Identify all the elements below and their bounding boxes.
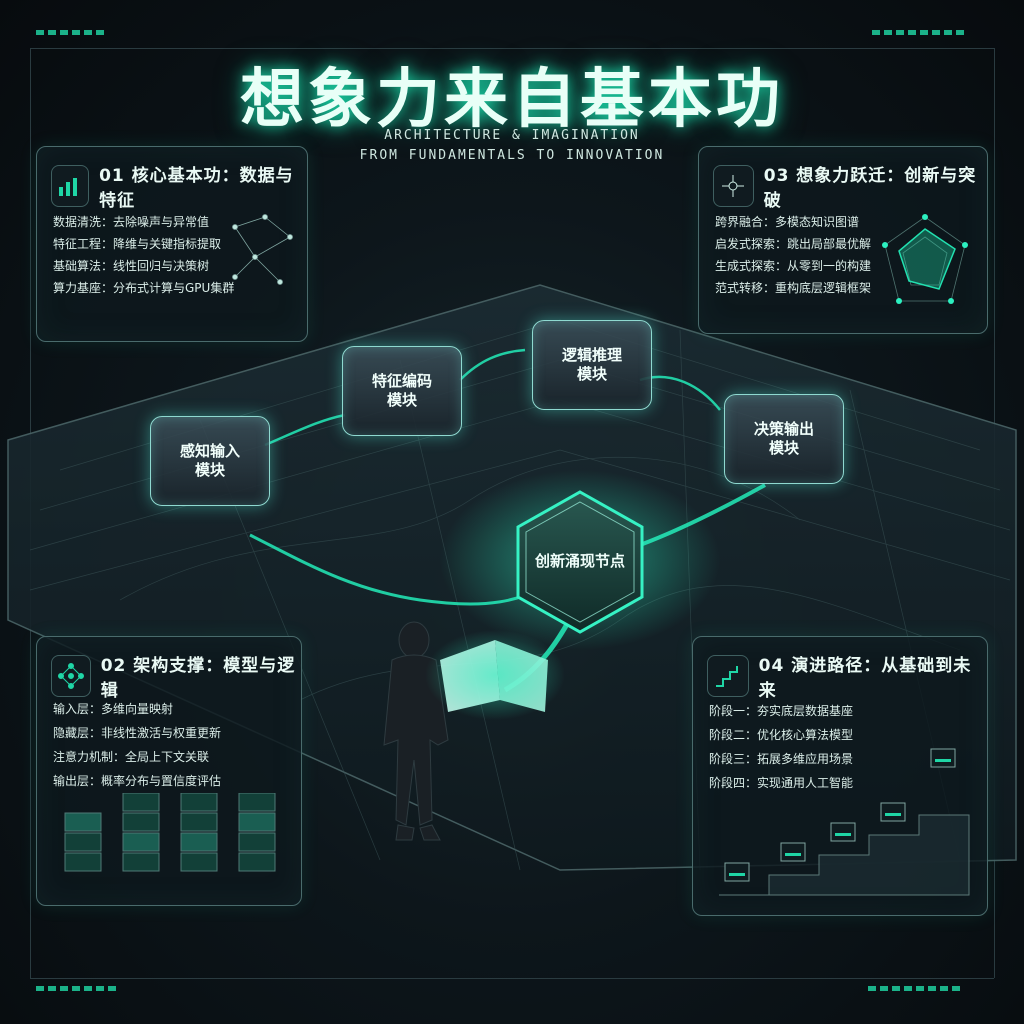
panel-row: 数据清洗：去除噪声与异常值 [53, 215, 210, 229]
layer-stack-illustration [64, 793, 276, 872]
radar-illustration [882, 214, 968, 304]
panel-row: 特征工程：降维与关键指标提取 [53, 237, 222, 251]
panel-row: 启发式探索：跳出局部最优解 [715, 237, 872, 251]
panel-evolution-path: 04 演进路径：从基础到未来 阶段一：夯实底层数据基座 阶段二：优化核心算法模型… [692, 636, 988, 916]
module-logic-reasoning: 逻辑推理 模块 [532, 320, 652, 410]
bar-chart-icon [51, 165, 90, 207]
panel-architecture-support: 02 架构支撑：模型与逻辑 输入层：多维向量映射 隐藏层：非线性激活与权重更新 … [36, 636, 302, 906]
corner-deco-top-right [872, 30, 964, 35]
panel-evolution-path-title: 04 演进路径：从基础到未来 [758, 656, 972, 701]
panel-row: 阶段二：优化核心算法模型 [709, 728, 854, 742]
panel-row: 基础算法：线性回归与决策树 [53, 259, 210, 273]
panel-imagination-leap-title: 03 想象力跃迁：创新与突破 [763, 166, 977, 211]
panel-row: 生成式探索：从零到一的构建 [715, 259, 872, 273]
panel-row: 阶段四：实现通用人工智能 [709, 776, 854, 790]
panel-core-fundamentals-title: 01 核心基本功：数据与特征 [99, 166, 294, 211]
corner-deco-bottom-right [868, 986, 960, 991]
panel-row: 隐藏层：非线性激活与权重更新 [53, 726, 222, 740]
center-node-label: 创新涌现节点 [534, 552, 625, 570]
panel-core-fundamentals: 01 核心基本功：数据与特征 数据清洗：去除噪声与异常值 特征工程：降维与关键指… [36, 146, 308, 342]
panel-architecture-support-title: 02 架构支撑：模型与逻辑 [100, 656, 296, 701]
subtitle-line-1: ARCHITECTURE & IMAGINATION [384, 128, 640, 143]
corner-deco-top-left [36, 30, 104, 35]
person-with-book [383, 621, 449, 841]
panel-row: 阶段三：拓展多维应用场景 [709, 752, 854, 766]
module-perception-input: 感知输入 模块 [150, 416, 270, 506]
neural-net-icon [51, 655, 91, 697]
glowing-book [425, 630, 565, 720]
staircase-icon [707, 655, 749, 697]
panel-row: 跨界融合：多模态知识图谱 [715, 215, 860, 229]
panel-row: 输出层：概率分布与置信度评估 [53, 774, 222, 788]
node-graph-illustration [232, 214, 293, 285]
corner-deco-bottom-left [36, 986, 116, 991]
stairs-illustration [719, 748, 970, 896]
panel-imagination-leap: 03 想象力跃迁：创新与突破 跨界融合：多模态知识图谱 启发式探索：跳出局部最优… [698, 146, 988, 334]
frame-bottom-line [30, 978, 994, 979]
center-node-hexagon: 创新涌现节点 [516, 490, 644, 634]
module-decision-output: 决策输出 模块 [724, 394, 844, 484]
module-feature-encoding: 特征编码 模块 [342, 346, 462, 436]
panel-row: 阶段一：夯实底层数据基座 [709, 704, 854, 718]
frame-top-line [30, 48, 994, 49]
panel-row: 输入层：多维向量映射 [53, 702, 174, 716]
subtitle-line-2: FROM FUNDAMENTALS TO INNOVATION [359, 148, 665, 163]
panel-row: 注意力机制：全局上下文关联 [53, 750, 210, 764]
main-title: 想象力来自基本功 [240, 63, 784, 137]
panel-row: 算力基座：分布式计算与GPU集群 [53, 281, 235, 295]
network-icon [713, 165, 754, 207]
panel-row: 范式转移：重构底层逻辑框架 [715, 281, 872, 295]
